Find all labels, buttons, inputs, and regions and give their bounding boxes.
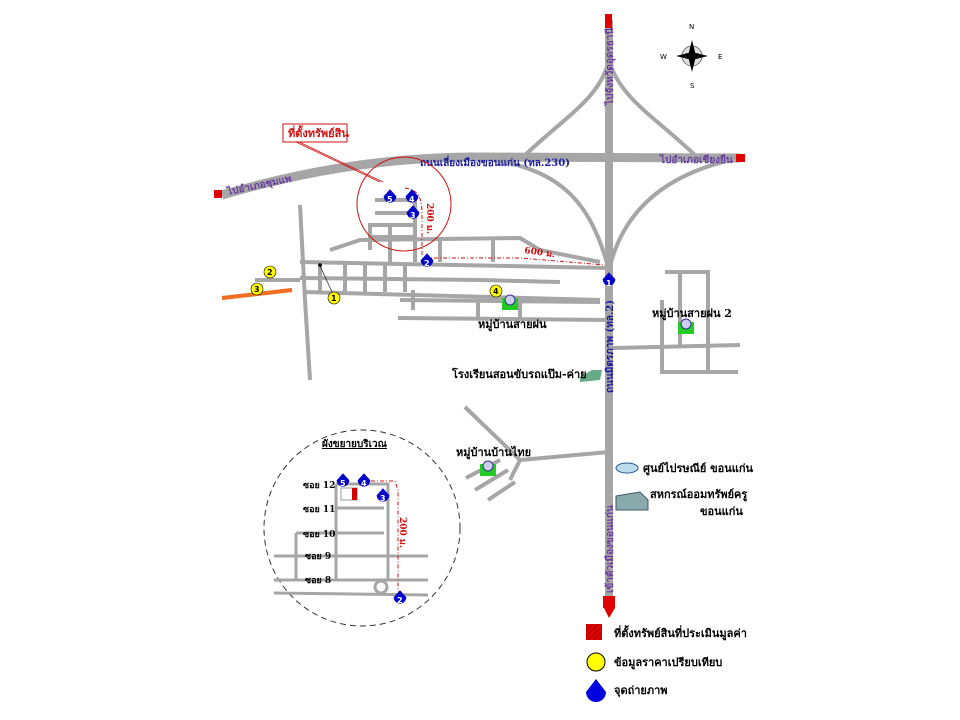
comparable-1: 1: [327, 291, 341, 305]
chumphae-label: ไปอำเภอชุมแพ: [225, 172, 293, 199]
svg-text:ที่ตั้งทรัพย์สิน: ที่ตั้งทรัพย์สิน: [288, 125, 349, 140]
svg-text:ซอย 9: ซอย 9: [305, 552, 331, 562]
svg-text:ซอย 11: ซอย 11: [303, 505, 335, 515]
roads: [220, 20, 741, 610]
svg-text:1: 1: [331, 294, 337, 303]
svg-text:5: 5: [387, 195, 393, 204]
svg-text:ซอย 8: ซอย 8: [305, 576, 331, 586]
arrow-north: [605, 14, 612, 28]
svg-text:5: 5: [340, 479, 346, 488]
driving-school-label: โรงเรียนสอนขับรถแป๊ม-ค่าย: [451, 367, 587, 381]
sai-fon-label: หมู่บ้านสายฝน: [478, 318, 547, 332]
property-callout: ที่ตั้งทรัพย์สิน: [282, 123, 452, 252]
post-icon: [615, 462, 639, 474]
svg-text:E: E: [718, 53, 722, 61]
village-icon: [678, 318, 694, 334]
road-arrows: [214, 14, 745, 618]
bypass-label: ถนนเลี่ยงเมืองขอนแก่น (ทล.230): [420, 155, 570, 169]
sai-fon-2-label: หมู่บ้านสายฝน 2: [652, 307, 732, 321]
legend-comparable: ข้อมูลราคาเปรียบเทียบ: [614, 656, 722, 670]
svg-text:N: N: [689, 23, 694, 31]
photo-point-5: 5: [383, 189, 397, 204]
svg-text:S: S: [690, 82, 695, 90]
svg-text:3: 3: [410, 211, 416, 220]
legend-photo-icon: [586, 679, 606, 702]
arrow-west: [214, 190, 222, 198]
distance-600: 600 ม.: [524, 246, 556, 260]
to-city-label: เข้าตัวเมืองขอนแก่น: [604, 505, 616, 593]
coop-label-1: สหกรณ์ออมทรัพย์ครู: [650, 488, 747, 502]
photo-point-2: 2: [420, 253, 434, 268]
svg-text:ซอย 12: ซอย 12: [303, 481, 335, 491]
mittraphap-label: ถนนมิตรภาพ (ทล.2): [604, 300, 616, 393]
photo-points: 1 2 3 4 5: [383, 189, 616, 288]
svg-text:200 ม.: 200 ม.: [397, 517, 407, 548]
arrow-south: [604, 608, 615, 618]
post-office-label: ศูนย์ไปรษณีย์ ขอนแก่น: [643, 461, 753, 476]
arrow-east: [736, 154, 745, 162]
village-icon: [502, 294, 518, 310]
property-marker: [352, 488, 357, 500]
distance-200: 200 ม.: [424, 203, 434, 234]
svg-text:1: 1: [606, 279, 612, 288]
inset-title: ผังขยายบริเวณ: [322, 438, 388, 450]
svg-text:4: 4: [361, 479, 367, 488]
village-icon: [480, 460, 496, 476]
bypass-road: [220, 152, 741, 200]
svg-text:4: 4: [493, 287, 499, 296]
chiang-yuen-label: ไปอำเภอเชียงยืน: [659, 153, 733, 166]
warehouse-icon: [580, 370, 602, 382]
ban-thai-label: หมู่บ้านบ้านไทย: [456, 445, 531, 460]
building-icon: [615, 491, 649, 511]
svg-text:3: 3: [254, 285, 260, 294]
comparable-2: 2: [263, 265, 277, 279]
photo-point-1: 1: [602, 272, 616, 288]
compass-icon: N S E W: [660, 23, 722, 90]
places: หมู่บ้านสายฝน หมู่บ้านสายฝน 2 โรงเรียนสอ…: [451, 294, 753, 518]
svg-text:2: 2: [424, 259, 430, 268]
legend: ที่ตั้งทรัพย์สินที่ประเมินมูลค่า ข้อมูลร…: [586, 624, 747, 702]
photo-point-3: 3: [406, 205, 420, 220]
legend-comparable-icon: [586, 652, 606, 672]
legend-property: ที่ตั้งทรัพย์สินที่ประเมินมูลค่า: [614, 625, 747, 641]
svg-text:ซอย 10: ซอย 10: [303, 530, 335, 540]
comparables: 1 2 3 4: [250, 263, 503, 305]
coop-label-2: ขอนแก่น: [700, 505, 743, 518]
svg-text:4: 4: [409, 195, 415, 204]
legend-photo: จุดถ่ายภาพ: [614, 684, 668, 698]
inset-map: ผังขยายบริเวณ 200 ม. ซอย 12 ซอย 11 ซอย 1…: [263, 429, 461, 627]
svg-text:W: W: [660, 53, 667, 61]
comparable-3: 3: [250, 282, 264, 296]
photo-point-4: 4: [405, 189, 419, 204]
udon-label: ไปจังหวัดอุดรธานี: [603, 28, 616, 106]
svg-text:3: 3: [380, 494, 386, 503]
svg-text:2: 2: [267, 268, 273, 277]
comparable-4: 4: [489, 284, 503, 298]
svg-text:2: 2: [397, 596, 403, 605]
legend-property-icon: [586, 624, 602, 640]
